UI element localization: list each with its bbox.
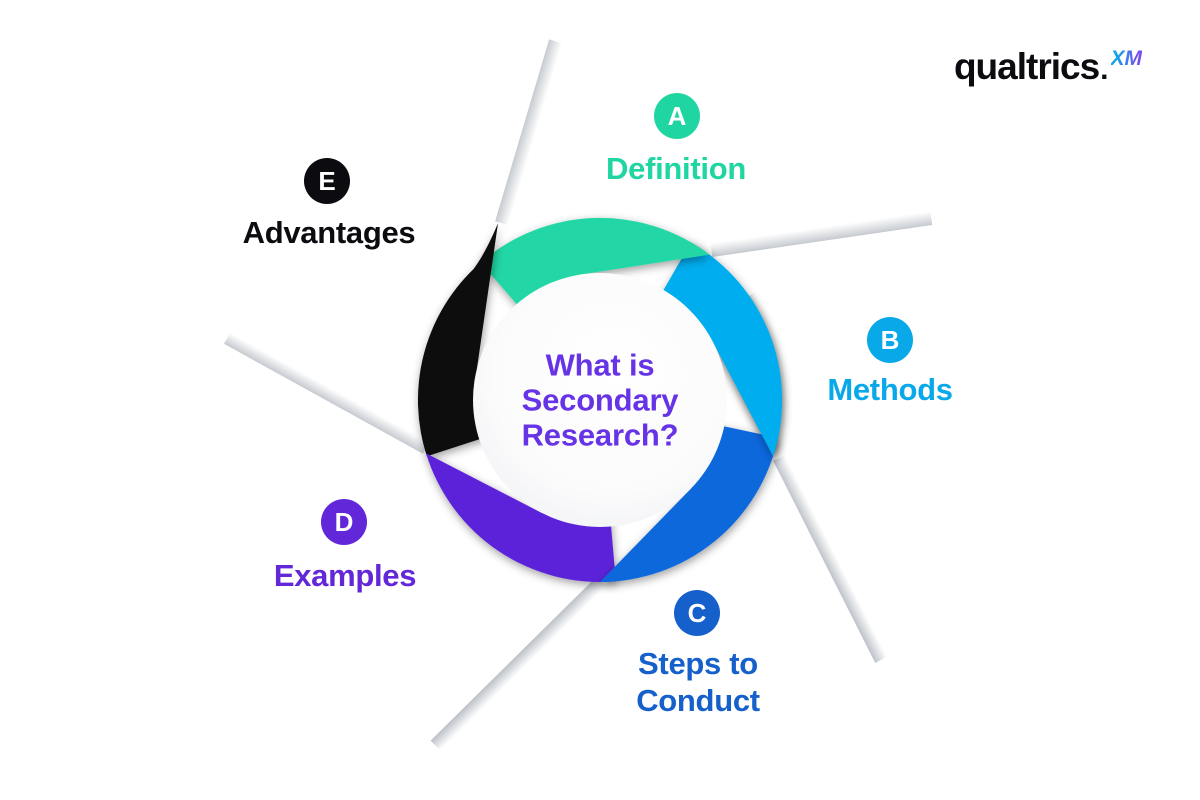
beam-upper-right <box>710 211 933 257</box>
center-title-line3: Research? <box>521 417 679 453</box>
badge-definition-letter: A <box>667 101 687 131</box>
badge-examples: D <box>321 499 367 545</box>
beam-lower-right <box>773 454 889 663</box>
center-title-line2: Secondary <box>521 382 679 418</box>
badge-advantages-letter: E <box>318 166 336 196</box>
badge-methods-letter: B <box>880 325 900 355</box>
label-steps-line1: Steps to <box>638 646 758 681</box>
beam-top <box>495 39 565 226</box>
label-examples: Examples <box>273 558 417 593</box>
center-title: What is Secondary Research? <box>460 348 740 453</box>
blade-examples <box>426 400 616 582</box>
badge-steps-letter: C <box>687 598 707 628</box>
logo-wordmark: qualtrics <box>953 46 1100 87</box>
logo-mark: . <box>1100 53 1109 86</box>
blade-steps <box>600 400 778 582</box>
badge-steps: C <box>674 590 720 636</box>
label-steps-line2: Conduct <box>636 683 760 718</box>
center-title-line1: What is <box>545 347 655 383</box>
badge-examples-letter: D <box>334 507 354 537</box>
beam-left <box>224 332 430 454</box>
label-steps: Steps to Conduct <box>636 645 760 719</box>
light-beams <box>224 39 933 752</box>
label-advantages: Advantages <box>242 215 416 250</box>
badge-definition: A <box>654 93 700 139</box>
badge-methods: B <box>867 317 913 363</box>
badge-advantages: E <box>304 158 350 204</box>
blade-definition <box>480 217 710 400</box>
label-definition: Definition <box>606 151 746 186</box>
label-methods: Methods <box>827 372 953 407</box>
logo-xm-suffix: XM <box>1110 47 1143 70</box>
qualtrics-logo: qualtrics . XM <box>954 48 1142 85</box>
center-circle <box>473 273 727 527</box>
beam-lower-left <box>430 576 608 752</box>
